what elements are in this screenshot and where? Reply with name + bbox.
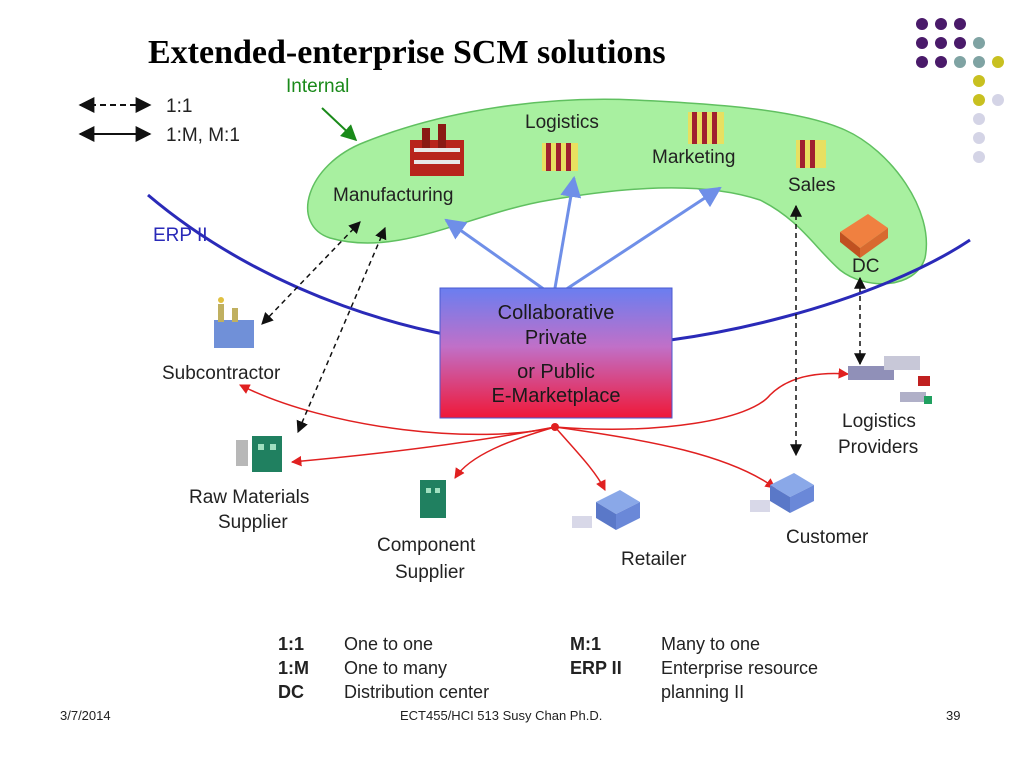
- internal-label: Internal: [286, 76, 349, 97]
- glossary-term: DC: [278, 682, 304, 702]
- link-mfg-subcontractor: [261, 221, 361, 325]
- customer-store-icon: [750, 473, 814, 513]
- unit-logistics: Logistics: [525, 112, 599, 133]
- glossary-definition: Many to one: [661, 634, 761, 654]
- logistics-trucks-icon: [848, 356, 932, 404]
- link-marketing: [564, 186, 722, 292]
- link-mfg-raw-materials: [296, 226, 387, 434]
- retailer-store-icon: [572, 490, 640, 530]
- glossary-term: 1:1: [278, 634, 305, 654]
- party-component-line2: Supplier: [395, 562, 465, 583]
- link-retailer: [554, 426, 606, 491]
- logistics-books-icon: [542, 143, 578, 171]
- party-logistics-providers-line1: Logistics: [842, 411, 916, 432]
- marketplace-line3: or Public: [517, 361, 595, 383]
- marketing-books-icon: [688, 112, 724, 144]
- marketplace-external-links: [239, 368, 850, 491]
- marketplace-box: [439, 287, 673, 419]
- internal-pointer-arrow: [321, 107, 358, 142]
- party-raw-materials-line1: Raw Materials: [189, 487, 309, 508]
- link-component: [454, 426, 556, 479]
- glossary-term: ERP II: [570, 658, 622, 678]
- link-logistics-providers: [554, 368, 850, 430]
- legend-one-to-one: 1:1: [166, 96, 192, 117]
- footer-date: 3/7/2014: [60, 708, 111, 723]
- factory-icon: [410, 124, 464, 176]
- sales-books-icon: [796, 140, 826, 168]
- glossary-term: 1:M: [278, 658, 309, 678]
- link-raw-materials: [290, 426, 556, 467]
- marketplace-internal-links: [444, 175, 722, 292]
- party-logistics-providers-line2: Providers: [838, 437, 918, 458]
- component-supplier-icon: [420, 480, 446, 518]
- dc-warehouse-icon: [840, 214, 888, 258]
- party-subcontractor: Subcontractor: [162, 363, 281, 384]
- glossary-definition: Enterprise resource: [661, 658, 819, 678]
- subcontractor-icon: [214, 297, 254, 348]
- party-customer: Customer: [786, 527, 869, 548]
- marketplace-line4: E-Marketplace: [492, 385, 621, 407]
- raw-materials-icon: [236, 436, 282, 472]
- link-customer: [554, 426, 776, 489]
- unit-sales: Sales: [788, 175, 836, 196]
- marketplace-line2: Private: [525, 327, 587, 349]
- glossary-definition: Distribution center: [344, 682, 490, 702]
- marketplace-line1: Collaborative: [498, 302, 615, 324]
- dot-grid: [916, 18, 1004, 163]
- party-component-line1: Component: [377, 535, 476, 556]
- slide-title: Extended-enterprise SCM solutions: [148, 34, 666, 71]
- party-raw-materials-line2: Supplier: [218, 512, 288, 533]
- glossary-definition: planning II: [661, 682, 745, 702]
- link-manufacturing: [444, 218, 546, 292]
- party-retailer: Retailer: [621, 549, 687, 570]
- link-logistics: [553, 175, 582, 289]
- footer-course: ECT455/HCI 513 Susy Chan Ph.D.: [400, 708, 603, 723]
- unit-marketing: Marketing: [652, 147, 735, 168]
- erp-label: ERP II: [153, 225, 208, 246]
- decorative-dots: [916, 18, 1004, 163]
- unit-dc: DC: [852, 256, 879, 277]
- legend-one-to-many: 1:M, M:1: [166, 125, 240, 146]
- arrow-legend: 1:1 1:M, M:1: [78, 96, 240, 146]
- footer-page-number: 39: [946, 708, 961, 723]
- glossary-definition: One to one: [344, 634, 434, 654]
- glossary-term: M:1: [570, 634, 601, 654]
- dashed-links: [261, 204, 866, 457]
- unit-manufacturing: Manufacturing: [333, 185, 453, 206]
- glossary-definition: One to many: [344, 658, 448, 678]
- marketplace-hub: [551, 423, 559, 431]
